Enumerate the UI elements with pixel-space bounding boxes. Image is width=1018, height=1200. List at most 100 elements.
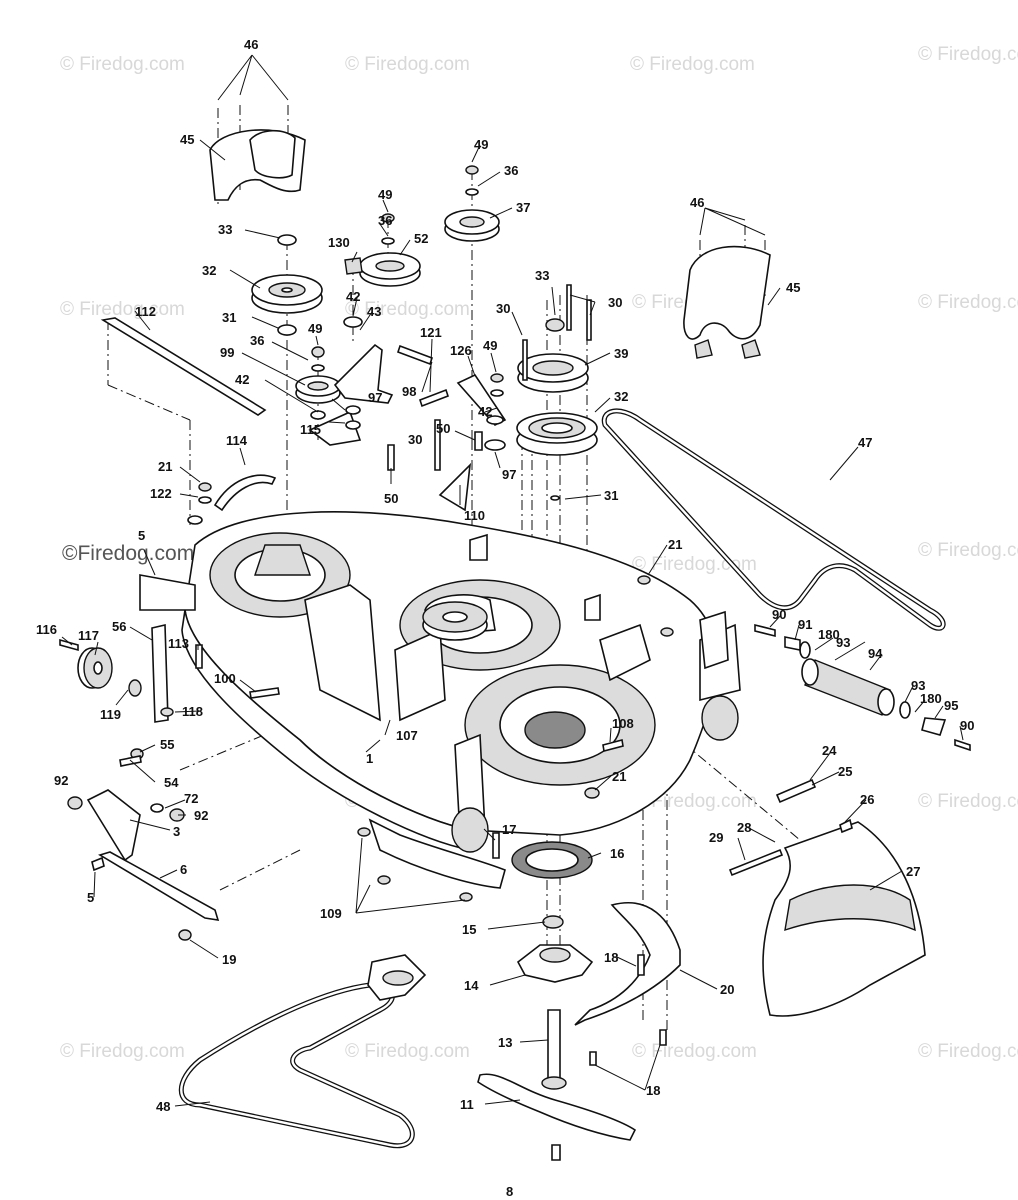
- pulley-52: [359, 252, 421, 287]
- bracket-110: [438, 462, 472, 512]
- bearing-15: [542, 915, 564, 929]
- callout-33: 33: [218, 222, 232, 237]
- callout-92: 92: [194, 808, 208, 823]
- callout-112: 112: [135, 304, 156, 319]
- spindle-shaft-13: [547, 1009, 561, 1081]
- spindle-assembly: [477, 841, 637, 1161]
- callout-42: 42: [235, 372, 249, 387]
- callout-28: 28: [737, 820, 751, 835]
- bracket-3: [86, 789, 141, 862]
- callout-21: 21: [158, 459, 172, 474]
- callout-36: 36: [378, 213, 392, 228]
- spindle-pulley-bottom: [367, 954, 427, 1001]
- callout-46: 46: [690, 195, 704, 210]
- callout-21: 21: [612, 769, 626, 784]
- callout-29: 29: [709, 830, 723, 845]
- callout-17: 17: [502, 822, 516, 837]
- callout-31: 31: [604, 488, 618, 503]
- callout-122: 122: [150, 486, 172, 501]
- wheels: [77, 641, 947, 736]
- callout-43: 43: [367, 304, 381, 319]
- callout-36: 36: [250, 333, 264, 348]
- belts: [178, 408, 946, 1149]
- callout-5: 5: [138, 528, 145, 543]
- callout-18: 18: [604, 950, 618, 965]
- callout-33: 33: [535, 268, 549, 283]
- callout-97: 97: [502, 467, 516, 482]
- watermark: © Firedog.com: [918, 540, 1018, 561]
- callout-8: 8: [506, 1184, 513, 1199]
- watermark: © Firedog.com: [918, 292, 1018, 313]
- callout-49: 49: [308, 321, 322, 336]
- belt-cover-45-right: [683, 245, 771, 340]
- callout-100: 100: [214, 671, 236, 686]
- callout-113: 113: [168, 636, 189, 651]
- callout-45: 45: [180, 132, 194, 147]
- callout-39: 39: [614, 346, 628, 361]
- callout-46: 46: [244, 37, 258, 52]
- watermark: © Firedog.com: [60, 299, 185, 320]
- watermark: © Firedog.com: [345, 299, 470, 320]
- callout-labels: 46 45 33 32 31 36 99 42 42 49 130 49 36 …: [36, 37, 974, 1199]
- callout-47: 47: [858, 435, 872, 450]
- callout-126: 126: [450, 343, 472, 358]
- covers: [209, 129, 926, 1026]
- callout-130: 130: [328, 235, 350, 250]
- roller-94: [801, 658, 895, 716]
- idler-arm-43: [333, 343, 394, 404]
- callout-93: 93: [911, 678, 925, 693]
- callout-6: 6: [180, 862, 187, 877]
- callout-36: 36: [504, 163, 518, 178]
- callout-32: 32: [614, 389, 628, 404]
- callout-11: 11: [460, 1097, 474, 1112]
- wheel-spacer-119: [128, 679, 142, 697]
- callout-55: 55: [160, 737, 174, 752]
- callout-110: 110: [464, 508, 485, 523]
- callout-42: 42: [478, 404, 492, 419]
- callout-1: 1: [366, 751, 373, 766]
- brackets: [86, 317, 729, 921]
- watermark: © Firedog.com: [918, 44, 1018, 65]
- callout-94: 94: [868, 646, 883, 661]
- callout-21: 21: [668, 537, 682, 552]
- callout-118: 118: [182, 704, 203, 719]
- callout-117: 117: [78, 628, 99, 643]
- callout-72: 72: [184, 791, 198, 806]
- spindle-pulley-deck: [422, 601, 488, 641]
- spring-121: [418, 388, 450, 408]
- spring-25: [775, 778, 817, 804]
- callout-13: 13: [498, 1035, 512, 1050]
- callout-30: 30: [408, 432, 422, 447]
- watermark: © Firedog.com: [632, 1041, 757, 1062]
- bracket-right-rear: [699, 610, 729, 670]
- watermark: © Firedog.com: [345, 1041, 470, 1062]
- pulley-32-right: [516, 412, 598, 456]
- callout-180: 180: [920, 691, 942, 706]
- callout-91: 91: [798, 617, 812, 632]
- callout-3: 3: [173, 824, 180, 839]
- callout-180: 180: [818, 627, 840, 642]
- callout-109: 109: [320, 906, 342, 921]
- callout-116: 116: [36, 622, 57, 637]
- callout-24: 24: [822, 743, 837, 758]
- callout-114: 114: [226, 433, 248, 448]
- callout-115: 115: [300, 422, 321, 437]
- bushing-93: [899, 701, 911, 719]
- callout-52: 52: [414, 231, 428, 246]
- rod-112: [100, 317, 267, 416]
- pulley-39: [517, 353, 589, 393]
- callout-50: 50: [436, 421, 450, 436]
- callout-99: 99: [220, 345, 234, 360]
- watermark: © Firedog.com: [345, 54, 470, 75]
- idler-arm-126: [456, 373, 507, 426]
- callout-19: 19: [222, 952, 236, 967]
- callout-54: 54: [164, 775, 179, 790]
- pulleys: [251, 209, 598, 1001]
- callout-49: 49: [378, 187, 392, 202]
- pulley-99: [295, 375, 341, 404]
- callout-95: 95: [944, 698, 958, 713]
- watermark: © Firedog.com: [918, 1041, 1018, 1062]
- leader-lines: [61, 54, 964, 1107]
- pulley-37: [444, 209, 500, 242]
- callout-98: 98: [402, 384, 416, 399]
